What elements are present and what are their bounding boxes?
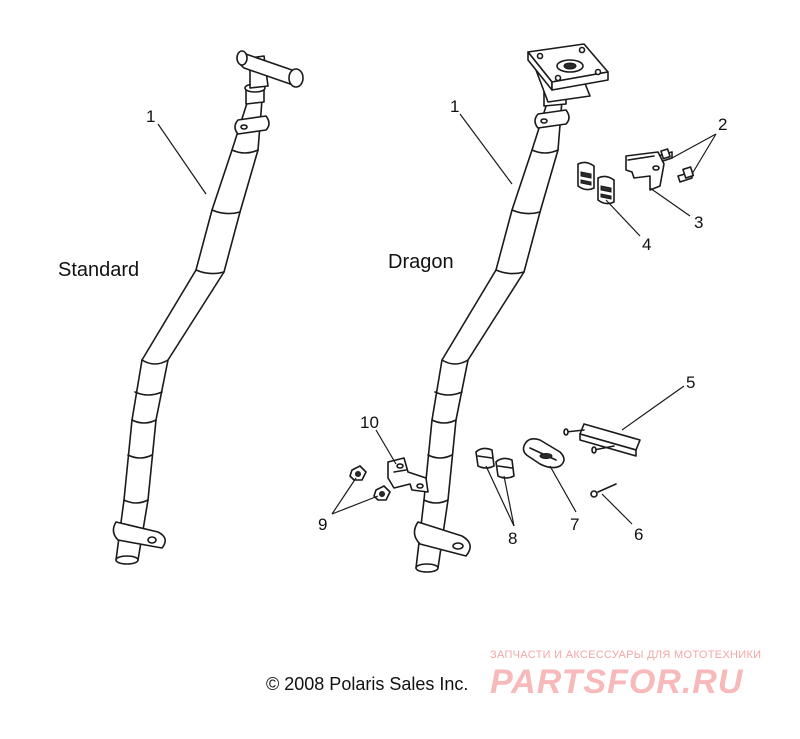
bushing-halves-part-8 xyxy=(475,447,515,479)
pin-bracket-part-5 xyxy=(563,423,641,457)
callout-1-dragon: 1 xyxy=(450,97,459,116)
callout-numbers: 1 1 2 3 4 5 6 7 8 9 10 xyxy=(146,97,727,548)
callout-2: 2 xyxy=(718,115,727,134)
watermark-brand: PARTSFOR.RU xyxy=(490,663,744,701)
copyright-notice: © 2008 Polaris Sales Inc. xyxy=(266,674,468,694)
callout-7: 7 xyxy=(570,515,579,534)
callout-6: 6 xyxy=(634,525,643,544)
pad-part-7 xyxy=(522,438,565,469)
bracket-part-3 xyxy=(625,151,665,191)
callout-5: 5 xyxy=(686,373,695,392)
bracket-part-10 xyxy=(387,457,429,493)
watermark-logo: ЗАПЧАСТИ И АКСЕССУАРЫ ДЛЯ МОТОТЕХНИКИ PA… xyxy=(490,649,761,701)
standard-steering-post xyxy=(112,50,304,565)
dragon-label: Dragon xyxy=(388,251,454,273)
standard-label: Standard xyxy=(58,259,139,281)
callout-1-standard: 1 xyxy=(146,107,155,126)
cotter-pin-part-6 xyxy=(590,483,617,498)
callout-10: 10 xyxy=(360,413,379,432)
nuts-part-9 xyxy=(349,465,391,501)
watermark-tagline: ЗАПЧАСТИ И АКСЕССУАРЫ ДЛЯ МОТОТЕХНИКИ xyxy=(490,649,761,661)
callout-8: 8 xyxy=(508,529,517,548)
clamp-halves-part-4 xyxy=(577,161,615,205)
callout-4: 4 xyxy=(642,235,651,254)
leader-lines xyxy=(157,113,717,527)
callout-3: 3 xyxy=(694,213,703,232)
dragon-steering-post xyxy=(413,43,609,573)
callout-9: 9 xyxy=(318,515,327,534)
